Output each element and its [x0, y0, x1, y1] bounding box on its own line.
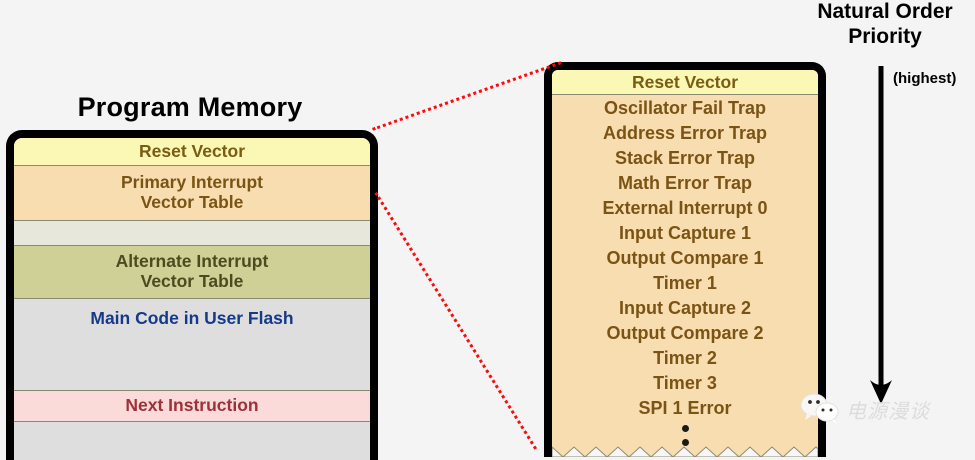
vector-table-inner: Reset Vector Oscillator Fail Trap Addres… — [552, 70, 818, 457]
memory-band-primary-ivt: Primary Interrupt Vector Table — [14, 166, 370, 221]
vector-item: External Interrupt 0 — [602, 198, 768, 218]
vector-list: Oscillator Fail Trap Address Error Trap … — [552, 95, 818, 457]
vector-item: Output Compare 1 — [606, 248, 764, 268]
vector-item: SPI 1 Error — [638, 398, 732, 418]
wechat-icon — [800, 393, 839, 424]
vector-item: Address Error Trap — [602, 123, 768, 143]
watermark: 电源漫谈 — [800, 392, 930, 426]
connector-line-lower — [374, 192, 538, 450]
vector-item: Output Compare 2 — [606, 323, 764, 343]
detail-reset-vector-row: Reset Vector — [552, 70, 818, 95]
memory-band-tail — [14, 422, 370, 460]
vector-item: Input Capture 1 — [618, 223, 751, 243]
priority-highest-label: (highest) — [893, 70, 957, 87]
connector-line-upper — [372, 61, 562, 131]
memory-band-alternate-ivt: Alternate Interrupt Vector Table — [14, 246, 370, 299]
program-memory-bands: Reset Vector Primary Interrupt Vector Ta… — [14, 138, 370, 460]
memory-band-gap — [14, 221, 370, 246]
torn-edge-icon — [552, 446, 818, 457]
priority-title: Natural Order Priority — [817, 0, 953, 48]
program-memory-box: Reset Vector Primary Interrupt Vector Ta… — [6, 130, 378, 460]
memory-band-reset-vector: Reset Vector — [14, 138, 370, 166]
memory-band-next-instruction: Next Instruction — [14, 391, 370, 422]
vector-item: Timer 2 — [653, 348, 717, 368]
memory-band-main-code: Main Code in User Flash — [14, 299, 370, 391]
vector-item: Oscillator Fail Trap — [603, 98, 767, 118]
vector-item: Math Error Trap — [617, 173, 753, 193]
vector-item: Stack Error Trap — [614, 148, 756, 168]
vector-item: Input Capture 2 — [618, 298, 751, 318]
page-title: Program Memory — [77, 92, 303, 122]
watermark-text: 电源漫谈 — [846, 398, 930, 423]
vector-item: Timer 1 — [653, 273, 717, 293]
vector-item: Timer 3 — [653, 373, 717, 393]
down-arrow-icon — [870, 66, 892, 404]
vector-table-detail-box: Reset Vector Oscillator Fail Trap Addres… — [544, 62, 826, 457]
